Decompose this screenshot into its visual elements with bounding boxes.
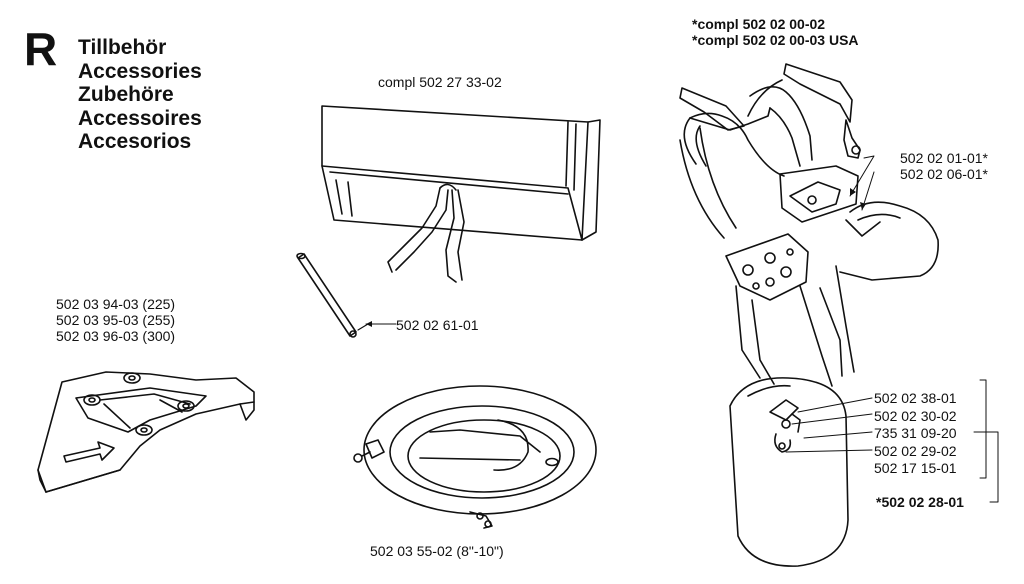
bag-compl-label: compl 502 27 33-02	[378, 74, 502, 90]
tool-bag-illustration	[321, 105, 601, 283]
ring-part-label: 502 03 55-02 (8"-10")	[370, 543, 504, 559]
hip-part-label: 502 17 15-01	[874, 460, 957, 476]
hip-pad-illustration	[729, 377, 849, 567]
guard-ring-illustration	[353, 385, 597, 529]
leader-lines	[365, 155, 999, 503]
harness-compl-list: *compl 502 02 00-02 *compl 502 02 00-03 …	[692, 16, 859, 48]
rod-illustration	[296, 252, 369, 338]
hip-compl-label: *502 02 28-01	[876, 494, 964, 510]
guard-part-label: 502 03 95-03 (255)	[56, 312, 176, 328]
section-titles: Tillbehör Accessories Zubehöre Accessoir…	[78, 36, 202, 154]
harness-part-label: 502 02 01-01*	[900, 150, 988, 166]
harness-parts-list: 502 02 01-01* 502 02 06-01*	[900, 150, 988, 182]
title-english: Accessories	[78, 59, 202, 83]
hip-parts-list: 502 02 38-01 502 02 30-02 735 31 09-20 5…	[874, 390, 957, 478]
harness-part-label: 502 02 06-01*	[900, 166, 988, 182]
harness-compl-label: *compl 502 02 00-02	[692, 16, 826, 32]
title-french: Accessoires	[78, 106, 202, 130]
harness-illustration	[679, 63, 939, 387]
guard-part-label: 502 03 96-03 (300)	[56, 328, 176, 344]
harness-compl-label: *compl 502 02 00-03 USA	[692, 32, 859, 48]
hip-part-label: 735 31 09-20	[874, 425, 957, 441]
title-german: Zubehöre	[78, 83, 174, 106]
hip-part-label: 502 02 38-01	[874, 390, 957, 406]
guard-parts-list: 502 03 94-03 (225) 502 03 95-03 (255) 50…	[56, 296, 175, 344]
grass-guard-illustration	[37, 371, 255, 493]
title-spanish: Accesorios	[78, 130, 192, 153]
title-swedish: Tillbehör	[78, 36, 167, 59]
section-letter: R	[24, 23, 58, 75]
arrow-markers	[366, 188, 866, 327]
hip-part-label: 502 02 29-02	[874, 442, 957, 459]
rod-part-label: 502 02 61-01	[396, 317, 479, 333]
hip-part-label: 502 02 30-02	[874, 407, 957, 424]
guard-part-label: 502 03 94-03 (225)	[56, 296, 176, 312]
